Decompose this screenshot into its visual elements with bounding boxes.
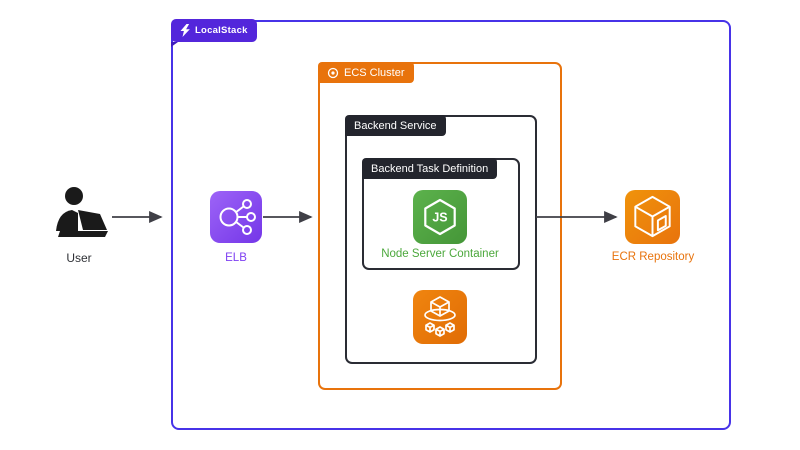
localstack-tab: LocalStack	[171, 19, 257, 47]
elb-icon	[210, 191, 262, 243]
task-definition-tab: Backend Task Definition	[362, 158, 498, 179]
ecs-cluster-boundary	[318, 62, 562, 390]
user-label: User	[66, 251, 92, 265]
localstack-label: LocalStack	[195, 25, 248, 36]
ecs-cluster-tab: ECS Cluster	[318, 62, 414, 83]
user-icon	[50, 186, 110, 247]
ecr-repository-icon	[625, 190, 680, 244]
backend-service-label: Backend Service	[354, 119, 437, 132]
elb-label: ELB	[225, 252, 247, 264]
nodejs-icon: JS	[413, 190, 467, 244]
ecr-repository-label: ECR Repository	[611, 251, 695, 263]
task-definition-label: Backend Task Definition	[371, 162, 489, 175]
ecs-cluster-label: ECS Cluster	[344, 66, 405, 79]
ecs-service-icon	[413, 290, 467, 344]
localstack-logo-icon	[180, 24, 190, 37]
node-container-label: Node Server Container	[381, 248, 499, 260]
backend-service-tab: Backend Service	[345, 115, 446, 136]
ecs-cluster-icon	[327, 67, 339, 78]
nodejs-icon-text: JS	[432, 211, 447, 225]
localstack-boundary	[171, 20, 731, 430]
